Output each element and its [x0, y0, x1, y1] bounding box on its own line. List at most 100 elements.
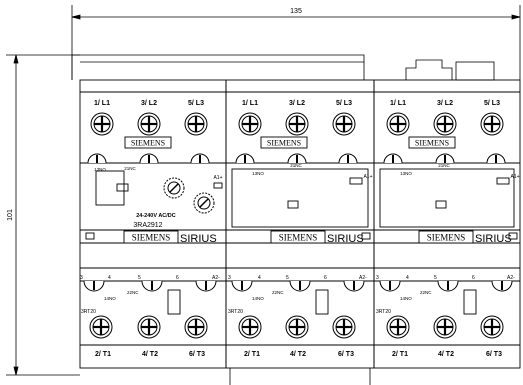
aux-bottom-screw: [195, 280, 217, 292]
device-code-label: 3RA2912: [133, 222, 162, 229]
aux-top-label: 13NO: [94, 167, 106, 172]
top-terminal-label: 3/ L2: [437, 100, 453, 107]
bottom-terminal-screw-t2: [137, 315, 161, 339]
aux-top-screw: [190, 153, 210, 164]
bottom-terminal-label: 2/ T1: [244, 351, 260, 358]
series-label: SIRIUS: [180, 233, 217, 245]
brand-main-label: SIEMENS: [132, 233, 171, 243]
brand-main-label: SIEMENS: [427, 233, 466, 243]
top-terminal-label: 1/ L1: [242, 100, 258, 107]
aux-top-label: 21NC: [438, 163, 450, 168]
series-label: SIRIUS: [475, 233, 512, 245]
brand-top-label: SIEMENS: [131, 139, 165, 148]
aux-bottom-screw: [231, 280, 253, 292]
height-dimension-label: 101: [7, 209, 14, 221]
top-terminal-screw-l1: [386, 112, 410, 136]
aux-top-screw: [287, 153, 307, 164]
bottom-terminal-label: 2/ T1: [95, 351, 111, 358]
aux-bottom-number: 4: [258, 275, 261, 281]
bottom-terminal-screw-t3: [332, 315, 356, 339]
top-terminal-screw-l1: [238, 112, 262, 136]
aux-bottom-label: 22NC: [127, 290, 139, 295]
aux-top-label: 21NC: [124, 166, 136, 171]
aux-bottom-number: 4: [406, 275, 409, 281]
aux-bottom-label: 14NO: [104, 296, 116, 301]
top-terminal-screw-l3: [184, 112, 208, 136]
top-terminal-screw-l3: [480, 112, 504, 136]
aux-bottom-number: 6: [324, 275, 327, 281]
bottom-terminal-screw-t1: [386, 315, 410, 339]
brand-plate-main: [123, 230, 179, 244]
bottom-terminal-label: 4/ T2: [290, 351, 306, 358]
aux-top-screw: [87, 153, 107, 164]
coil-a1-label: A1+: [213, 175, 222, 181]
aux-top-screw: [486, 153, 506, 164]
aux-bottom-number: 5: [286, 275, 289, 281]
aux-top-label: 13NO: [252, 171, 264, 176]
aux-top-screw: [235, 153, 255, 164]
aux-top-screw: [139, 153, 159, 164]
back-plate: [71, 54, 495, 385]
coil-a2-label: A2-: [212, 275, 220, 281]
bottom-terminal-label: 6/ T3: [486, 351, 502, 358]
aux-bottom-screw: [141, 280, 163, 292]
aux-top-label: 21NC: [290, 163, 302, 168]
coil-a2-label: A2-: [507, 275, 515, 281]
aux-bottom-number: 5: [138, 275, 141, 281]
aux-bottom-label: 14NO: [252, 296, 264, 301]
brand-main-label: SIEMENS: [279, 233, 318, 243]
brand-plate-top: [124, 136, 172, 149]
adjustment-dial: [163, 177, 185, 199]
aux-bottom-screw: [437, 280, 459, 292]
brand-top-label: SIEMENS: [267, 139, 301, 148]
aux-bottom-screw: [83, 280, 105, 292]
model-label: 3RT20: [376, 309, 391, 315]
aux-bottom-screw: [379, 280, 401, 292]
contactor-module-2: 1/ L1 3/ L2 5/ L3 SIEMENS 13NO 21NC A1+ …: [225, 79, 375, 369]
coil-a1-label: A1+: [510, 174, 519, 180]
top-terminal-screw-l2: [433, 112, 457, 136]
aux-bottom-number: 5: [434, 275, 437, 281]
model-label: 3RT20: [228, 309, 243, 315]
aux-bottom-label: 14NO: [400, 296, 412, 301]
bottom-terminal-screw-t2: [285, 315, 309, 339]
height-dimension: [6, 54, 80, 376]
voltage-label: 24-240V AC/DC: [136, 213, 176, 219]
top-terminal-screw-l2: [285, 112, 309, 136]
coil-a1-label: A1+: [363, 174, 372, 180]
aux-bottom-screw: [491, 280, 513, 292]
contactor-module-3: 1/ L1 3/ L2 5/ L3 SIEMENS 13NO 21NC A1+ …: [373, 79, 521, 369]
aux-top-label: 13NO: [400, 171, 412, 176]
bottom-terminal-screw-t1: [238, 315, 262, 339]
bottom-terminal-screw-t1: [89, 315, 113, 339]
bottom-terminal-screw-t3: [480, 315, 504, 339]
bottom-terminal-screw-t3: [184, 315, 208, 339]
bottom-terminal-screw-t2: [433, 315, 457, 339]
aux-top-screw: [435, 153, 455, 164]
top-terminal-screw-l2: [137, 112, 161, 136]
width-dimension: [71, 5, 521, 80]
top-terminal-screw-l1: [90, 112, 114, 136]
top-terminal-label: 5/ L3: [484, 100, 500, 107]
aux-top-screw: [338, 153, 358, 164]
aux-bottom-screw: [289, 280, 311, 292]
top-terminal-label: 3/ L2: [289, 100, 305, 107]
aux-bottom-number: 3: [80, 275, 83, 281]
top-terminal-label: 5/ L3: [188, 100, 204, 107]
brand-plate-main: [270, 230, 326, 244]
aux-bottom-number: 6: [472, 275, 475, 281]
aux-bottom-number: 4: [108, 275, 111, 281]
contactor-module-1: 1/ L1 3/ L2 5/ L3 SIEMENS 13NO 21NC A1+: [79, 79, 227, 369]
top-terminal-label: 1/ L1: [390, 100, 406, 107]
top-terminal-label: 1/ L1: [94, 100, 110, 107]
brand-top-label: SIEMENS: [415, 139, 449, 148]
aux-bottom-number: 3: [228, 275, 231, 281]
brand-plate-top: [408, 136, 456, 149]
aux-bottom-number: 3: [376, 275, 379, 281]
width-dimension-label: 135: [290, 8, 302, 15]
bottom-terminal-label: 6/ T3: [189, 351, 205, 358]
bottom-terminal-label: 6/ T3: [338, 351, 354, 358]
aux-top-screw: [383, 153, 403, 164]
bottom-terminal-label: 2/ T1: [392, 351, 408, 358]
